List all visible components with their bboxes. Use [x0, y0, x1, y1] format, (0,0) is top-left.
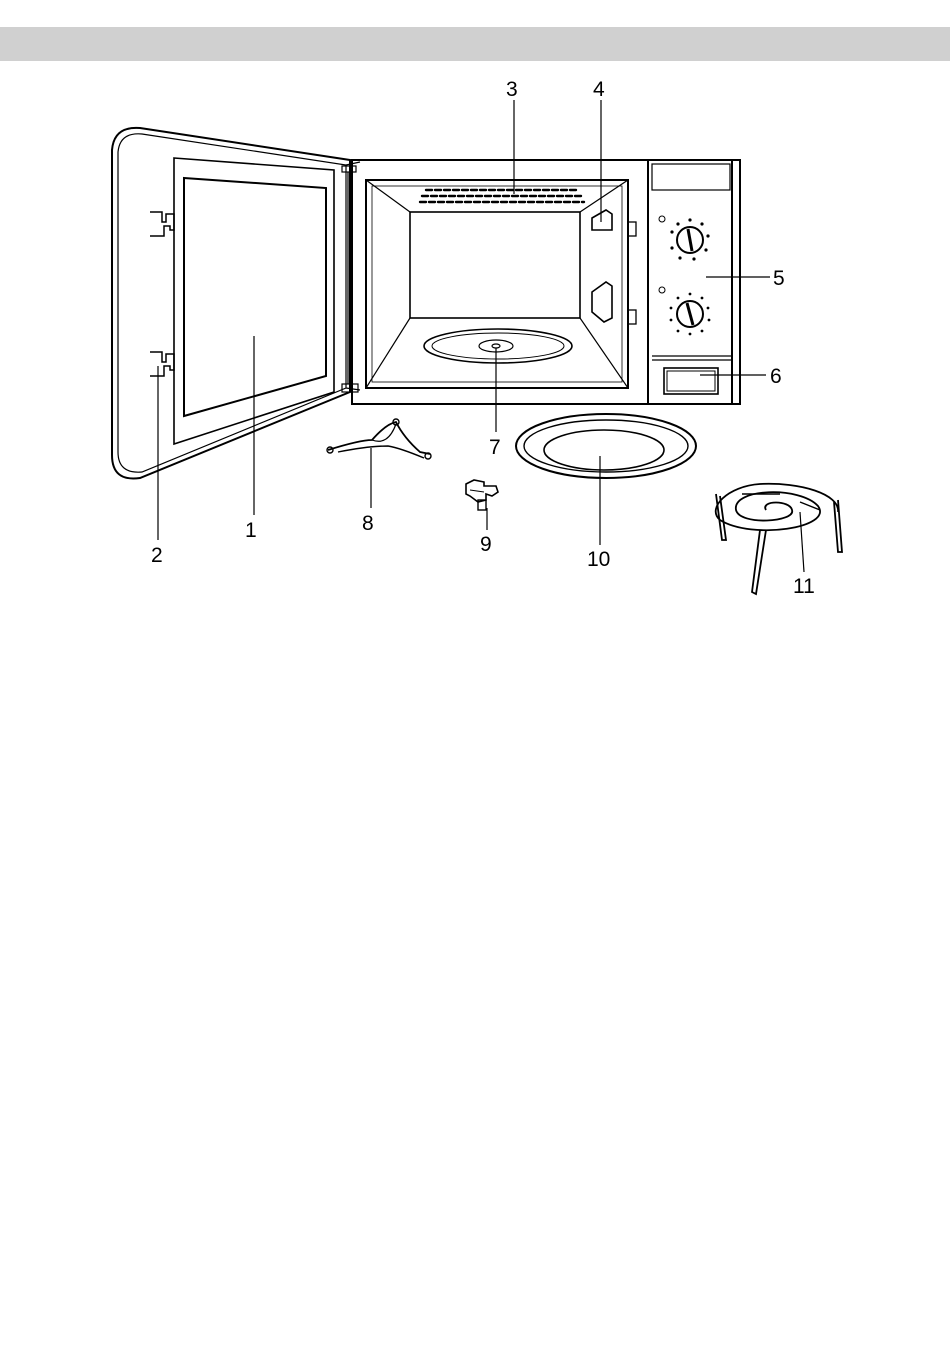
callout-1: 1: [245, 519, 257, 542]
callout-8: 8: [362, 512, 374, 535]
power-knob-icon[interactable]: [670, 218, 709, 260]
door-latch-icon: [150, 212, 174, 376]
wave-guide-cover-icon: [592, 210, 612, 322]
callout-7: 7: [489, 436, 501, 459]
vent-grille-icon: [420, 190, 584, 202]
callout-4: 4: [593, 78, 605, 101]
callout-11: 11: [793, 575, 815, 598]
callout-3: 3: [506, 78, 518, 101]
glass-tray-icon: [516, 414, 696, 478]
callout-9: 9: [480, 533, 492, 556]
grill-rack-icon: [716, 484, 842, 594]
door-release-button-icon[interactable]: [664, 368, 718, 394]
timer-knob-icon[interactable]: [670, 293, 711, 336]
door-icon: [112, 128, 360, 479]
callout-6: 6: [770, 365, 782, 388]
callout-2: 2: [151, 544, 163, 567]
turntable-shaft-icon: [424, 329, 572, 363]
coupler-icon: [466, 480, 498, 510]
callout-5: 5: [773, 267, 785, 290]
callout-10: 10: [587, 548, 610, 571]
roller-ring-icon: [327, 419, 431, 459]
